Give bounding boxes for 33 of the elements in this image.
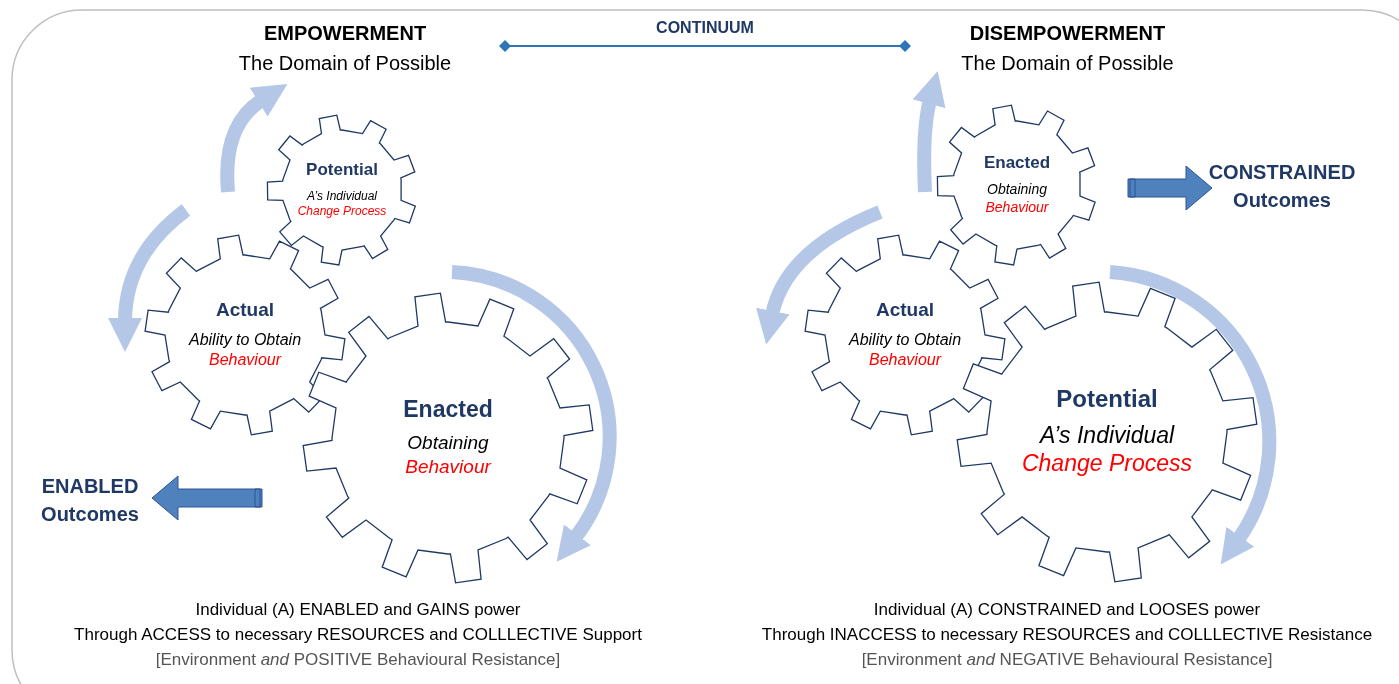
outcome-label: CONSTRAINED Outcomes — [1208, 160, 1356, 213]
heading: EMPOWERMENT — [263, 21, 427, 46]
heading: DISEMPOWERMENT — [969, 21, 1166, 46]
gear-text: Behaviour — [867, 350, 943, 370]
gear-title: Potential — [1055, 385, 1159, 414]
gear-text: Behaviour — [984, 199, 1050, 216]
connector-line — [499, 40, 911, 52]
block-arrow — [1127, 165, 1213, 211]
gear-text: A’s Individual — [305, 188, 378, 204]
outcome-label: ENABLED Outcomes — [40, 474, 140, 527]
gear-text: Behaviour — [207, 350, 283, 370]
caption-text: Individual (A) CONSTRAINED and LOOSES power — [873, 600, 1261, 620]
gear-title: Enacted — [982, 153, 1052, 174]
gear-text: A’s Individual — [1038, 421, 1176, 450]
gear-text: Change Process — [1020, 450, 1193, 478]
gear-text: Obtaining — [406, 432, 490, 455]
subheading: The Domain of Possible — [961, 51, 1174, 76]
caption-text: Through ACCESS to necessary RESOURCES and COLLLECTIVE Support — [74, 625, 642, 645]
caption-text: Individual (A) ENABLED and GAINS power — [195, 600, 521, 620]
gear-title: Potential — [305, 160, 379, 181]
gear-title: Enacted — [402, 396, 494, 424]
caption-text: Through INACCESS to necessary RESOURCES and COLLLECTIVE Resistance — [761, 625, 1373, 645]
gear-text: Ability to Obtain — [187, 330, 303, 350]
gear-text: Change Process — [297, 204, 387, 219]
block-arrow — [151, 475, 263, 521]
gear-title: Actual — [874, 299, 936, 323]
gear-title: Actual — [214, 299, 276, 323]
subheading: The Domain of Possible — [238, 51, 452, 76]
gear-text: Ability to Obtain — [847, 330, 963, 350]
gear-text: Obtaining — [986, 181, 1048, 199]
caption-text: [Environment and POSITIVE Behavioural Resistance] — [155, 650, 561, 670]
caption-text: [Environment and NEGATIVE Behavioural Resistance] — [861, 650, 1273, 670]
gear-text: Behaviour — [404, 455, 493, 479]
